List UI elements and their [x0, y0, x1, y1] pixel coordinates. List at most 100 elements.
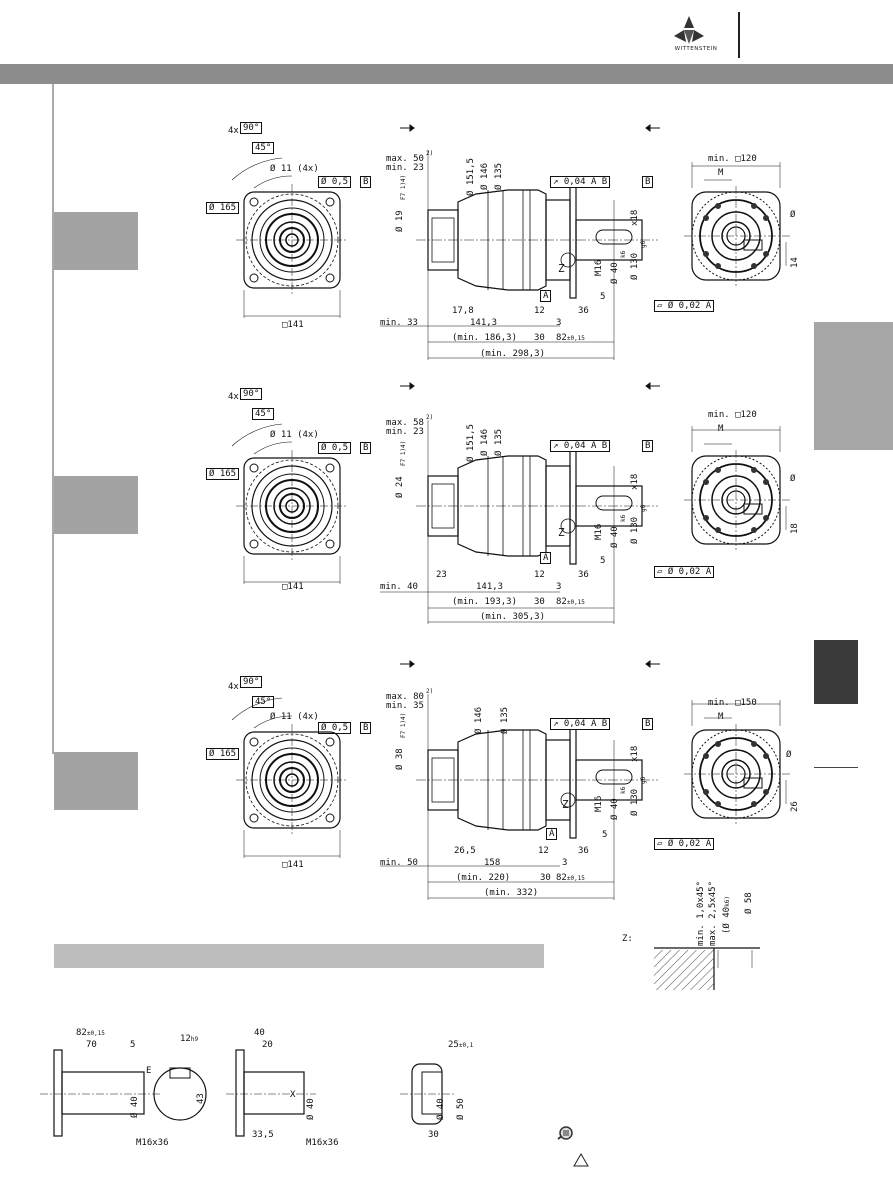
angle-45: 45°: [252, 408, 275, 420]
flatness-box: ▱ Ø 0,02 A: [654, 838, 715, 850]
dia-1: Ø 146: [474, 706, 484, 734]
dim-3: 3: [556, 318, 562, 328]
chamfer-min: min. 1,0x45°: [696, 880, 706, 946]
flatness-icon: ▱: [657, 839, 668, 849]
end-dia: Ø: [790, 210, 796, 220]
dim-overall: (min. 332): [484, 888, 539, 898]
shaft-tol: k6: [620, 514, 627, 522]
detail-dia-value: (Ø 40: [722, 906, 732, 934]
runout-value: 0,04: [563, 719, 586, 729]
thread-label: M16: [594, 795, 604, 812]
side-rule: [814, 767, 858, 768]
warning-triangle-icon: [573, 1153, 589, 1167]
dim-5: 5: [600, 292, 606, 302]
bore-tol: F7 1)4): [400, 174, 407, 200]
dim-82: 82±0,15: [556, 873, 585, 883]
magnifier-icon[interactable]: [556, 1125, 576, 1143]
centering-dia: Ø 130: [630, 788, 640, 816]
header-divider: [738, 12, 740, 58]
pcd-label: Ø 165: [206, 748, 240, 760]
dim-12: 12: [534, 306, 545, 316]
angle-90: 90°: [240, 676, 263, 688]
runout-icon: ↗: [553, 719, 564, 729]
angle-90: 90°: [240, 388, 263, 400]
dim-82-value: 82: [556, 333, 567, 343]
z-label: Z: [558, 262, 565, 275]
datum-b: B: [642, 718, 654, 730]
shaft-dia: Ø 40: [610, 798, 620, 820]
dim-left: 17,8: [452, 306, 474, 316]
angle-prefix: 4x: [228, 126, 239, 136]
dim-36: 36: [578, 846, 589, 856]
header-bar: [0, 64, 893, 84]
hole-label: Ø 11 (4x): [270, 164, 319, 174]
angle-45: 45°: [252, 696, 275, 708]
end-dim-bottom: 18: [790, 523, 800, 534]
shaft1-key-tol: h9: [190, 1036, 199, 1043]
chamfer-max: max. 2,5x45°: [708, 880, 718, 946]
end-m-label: M: [718, 168, 724, 178]
shaft3-len-tol: ±0,1: [458, 1042, 474, 1049]
detail-dia-tol: k6): [724, 896, 731, 907]
flatness-icon: ▱: [657, 567, 668, 577]
side-tab-light[interactable]: [814, 322, 893, 450]
angle-45: 45°: [252, 142, 275, 154]
shaft1-len: 82±0,15: [76, 1028, 105, 1038]
shaft2-dia: Ø 40: [306, 1098, 316, 1120]
centering-tol: g6: [640, 776, 647, 784]
centering-depth: x18: [630, 745, 640, 762]
shaft1-key-value: 12: [180, 1034, 191, 1044]
shaft1-len-value: 82: [76, 1028, 87, 1038]
square-label: □141: [282, 582, 304, 592]
detail-z-label: Z:: [622, 934, 633, 944]
flatness-datum: A: [705, 301, 712, 311]
left-rule: [52, 84, 54, 754]
max-sup: 2): [426, 414, 434, 421]
dim-30: 30: [534, 333, 545, 343]
bore-label: Ø 38: [395, 748, 405, 770]
runout-box: ↗ 0,04 A B: [550, 176, 611, 188]
centering-depth: x18: [630, 473, 640, 490]
shaft1-d43: 43: [196, 1093, 206, 1104]
bore-label: Ø 24: [395, 476, 405, 498]
dim-overall: (min. 305,3): [480, 612, 546, 622]
bore-label: Ø 19: [395, 210, 405, 232]
dim-min-left: min. 40: [380, 582, 418, 592]
shaft3-dia-in: Ø 40: [436, 1098, 446, 1120]
dim-min-left: min. 33: [380, 318, 418, 328]
centering-tol: g6: [640, 504, 647, 512]
dim-left: 26,5: [454, 846, 476, 856]
shaft3-len-value: 25: [448, 1040, 459, 1050]
dim-total-min: (min. 186,3): [452, 333, 518, 343]
min-label: min. 35: [386, 701, 424, 711]
max-sup: 2): [426, 688, 434, 695]
detail-z-drawing: [654, 947, 760, 990]
dim-body: 158: [484, 858, 501, 868]
centering-dia: Ø 130: [630, 252, 640, 280]
dim-82: 82±0,15: [556, 597, 585, 607]
shaft1-key: 12h9: [180, 1034, 198, 1044]
end-dim-bottom: 26: [790, 801, 800, 812]
dia-1: Ø 151,5: [466, 424, 476, 462]
end-dim-bottom: 14: [790, 257, 800, 268]
dim-12: 12: [534, 570, 545, 580]
dia-3: Ø 135: [494, 428, 504, 456]
z-label: Z: [558, 526, 565, 539]
runout-datum-b: B: [601, 177, 608, 187]
shaft-option-drawings: [40, 1049, 456, 1137]
dim-30: 30: [534, 597, 545, 607]
max-label: max. 50: [386, 154, 424, 164]
max-label: max. 58: [386, 418, 424, 428]
angle-prefix: 4x: [228, 682, 239, 692]
dia-2: Ø 135: [500, 706, 510, 734]
end-min-square: min. □150: [708, 698, 757, 708]
flatness-box: ▱ Ø 0,02 A: [654, 566, 715, 578]
shaft-tol: k6: [620, 786, 627, 794]
side-tab-dark[interactable]: [814, 640, 858, 704]
section-marker-3: [54, 752, 138, 810]
max-label: max. 80: [386, 692, 424, 702]
end-m-label: M: [718, 424, 724, 434]
runout-value: 0,04: [563, 441, 586, 451]
dim-82-value: 82: [556, 597, 567, 607]
end-dia: Ø: [790, 474, 796, 484]
